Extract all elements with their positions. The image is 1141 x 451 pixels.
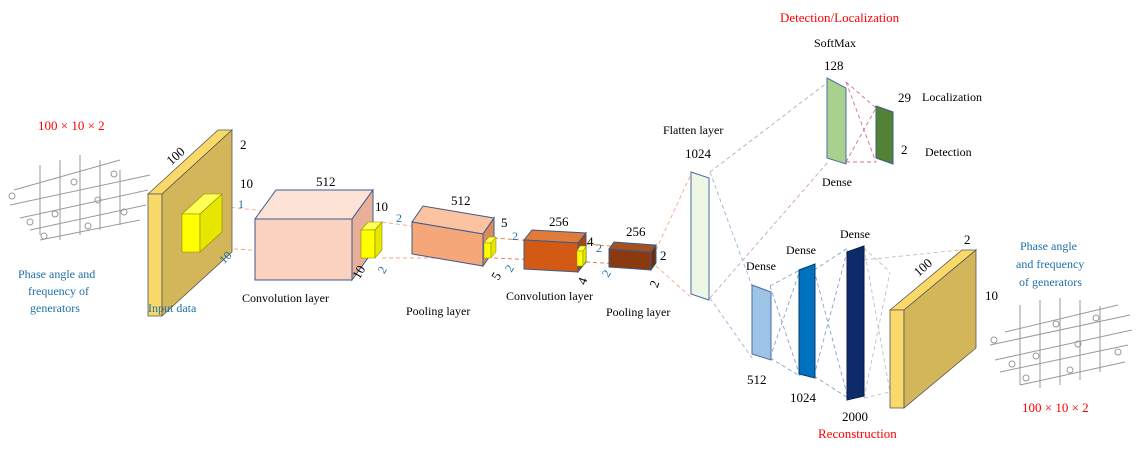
- recon-dense3-label: Dense: [840, 227, 870, 241]
- output-desc-line1: Phase angle: [1020, 239, 1077, 253]
- pool2-dim-2b: 2: [646, 278, 662, 289]
- detection-dense-size: 128: [824, 58, 844, 73]
- pool2-dim-2a: 2: [660, 248, 667, 263]
- input-kernel-1: 1: [238, 197, 244, 211]
- output-dim-2: 2: [964, 232, 971, 247]
- detection-size: 2: [901, 142, 908, 157]
- conv1-kernel-2a: 2: [396, 211, 402, 225]
- pool1-dim-512: 512: [451, 193, 471, 208]
- recon-dense2-label: Dense: [786, 243, 816, 257]
- detection-dense-128: [826, 77, 847, 165]
- recon-dense2-size: 1024: [790, 390, 817, 405]
- recon-dense-1024: [798, 263, 816, 379]
- softmax-label: SoftMax: [814, 36, 856, 50]
- conv1-label: Convolution layer: [242, 291, 329, 305]
- recon-dense1-label: Dense: [746, 259, 776, 273]
- conv2-dim-256: 256: [549, 214, 569, 229]
- input-kernel-side: [199, 193, 223, 253]
- output-desc-line3: of generators: [1019, 275, 1082, 289]
- conv2-dim-4a: 4: [587, 234, 594, 249]
- conv2-label: Convolution layer: [506, 289, 593, 303]
- detection-title: Detection/Localization: [780, 10, 900, 25]
- pool2-dim-256: 256: [626, 224, 646, 239]
- conv1-kernel-2b: 2: [375, 264, 390, 276]
- conv2-dim-4b: 4: [574, 275, 590, 287]
- flatten-layer: [690, 171, 710, 301]
- recon-dense3-size: 2000: [842, 409, 868, 424]
- reconstruction-title: Reconstruction: [818, 426, 897, 441]
- recon-dense1-size: 512: [747, 372, 767, 387]
- output-dims: 100 × 10 × 2: [1022, 400, 1089, 415]
- conv1-block: [254, 188, 383, 282]
- input-dim-10: 10: [240, 176, 253, 191]
- input-dim-2: 2: [240, 137, 247, 152]
- input-kernel-front: [181, 213, 201, 253]
- pool1-kernel-2a: 2: [512, 229, 518, 243]
- pool1-kernel-2b: 2: [502, 262, 517, 274]
- power-grid-schematic-output-icon: [989, 298, 1133, 388]
- detection-dense-label: Dense: [822, 175, 852, 189]
- input-block: [146, 129, 234, 317]
- input-desc-line1: Phase angle and: [18, 267, 95, 281]
- detection-label: Detection: [925, 145, 972, 159]
- pool1-block: [411, 205, 497, 268]
- input-block-side: [147, 193, 163, 317]
- output-desc-line2: and frequency: [1016, 257, 1084, 271]
- localization-label: Localization: [922, 90, 982, 104]
- recon-dense-2000: [846, 245, 865, 401]
- input-desc-line2: frequency of: [28, 284, 89, 298]
- input-dims: 100 × 10 × 2: [38, 118, 105, 133]
- conv2-kernel-2b: 2: [599, 267, 614, 279]
- conv1-dim-10b: 10: [349, 263, 368, 282]
- recon-dense-512: [751, 284, 772, 361]
- conv1-dim-10a: 10: [375, 199, 388, 214]
- pool2-block: [608, 241, 657, 272]
- pool1-label: Pooling layer: [406, 304, 470, 318]
- localization-size: 29: [898, 90, 911, 105]
- conv2-block: [523, 229, 587, 274]
- pool2-label: Pooling layer: [606, 305, 670, 319]
- input-desc-line3: generators: [30, 301, 80, 315]
- input-block-label: Input data: [148, 301, 197, 315]
- conv2-kernel-2a: 2: [596, 241, 602, 255]
- power-grid-schematic-input-icon: [8, 155, 151, 241]
- conv1-dim-512: 512: [316, 174, 336, 189]
- output-dim-10: 10: [985, 288, 998, 303]
- flatten-size: 1024: [685, 146, 712, 161]
- output-block: [888, 249, 978, 409]
- localization-dense-29: [875, 105, 894, 165]
- flatten-label: Flatten layer: [663, 123, 723, 137]
- pool1-dim-5a: 5: [501, 215, 508, 230]
- pool1-dim-5b: 5: [488, 269, 504, 282]
